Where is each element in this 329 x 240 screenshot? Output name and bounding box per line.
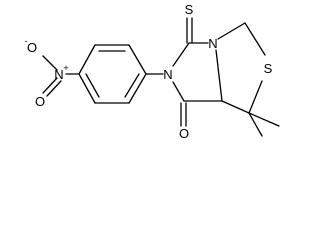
bond-layer <box>42 17 280 137</box>
atom-o-nitro-double: O <box>35 94 45 109</box>
bond-n-o-double-a <box>42 77 58 94</box>
bond-ar-inner-3 <box>85 73 100 98</box>
charge-minus: - <box>25 36 28 46</box>
bond-n-o-double-b <box>46 80 62 97</box>
bond-methyl-2 <box>248 112 280 127</box>
structure-canvas: O - N + O N N S S O <box>25 2 280 141</box>
bond-n-o-minus <box>42 55 58 71</box>
bond-n-cs <box>172 42 190 67</box>
bond-ar-3 <box>128 44 147 75</box>
bond-ch2-s <box>244 22 266 56</box>
atom-s-ring: S <box>264 61 273 76</box>
atom-s-thione: S <box>185 2 194 17</box>
atom-o-carbonyl: O <box>179 126 189 141</box>
bond-ar-inner-2 <box>124 73 140 98</box>
bond-ch-nring <box>215 49 223 102</box>
bond-ar-1 <box>78 44 96 75</box>
atom-n-nitro: N <box>54 67 63 82</box>
bond-ar-6 <box>78 73 96 104</box>
charge-plus: + <box>63 63 68 73</box>
bond-n-co <box>172 81 185 102</box>
bond-nring-ch2 <box>217 22 246 40</box>
bond-methyl-1 <box>248 112 263 137</box>
molecule-drawing: O - N + O N N S S O <box>25 2 280 141</box>
bond-s-cq <box>248 80 263 114</box>
bond-ar-4 <box>128 73 147 104</box>
atom-o-minus: O <box>27 40 37 55</box>
bond-cq-ch <box>221 100 250 114</box>
atom-label-layer: O - N + O N N S S O <box>25 2 273 141</box>
atom-n-ring: N <box>208 36 217 51</box>
atom-n-amide: N <box>163 67 172 82</box>
